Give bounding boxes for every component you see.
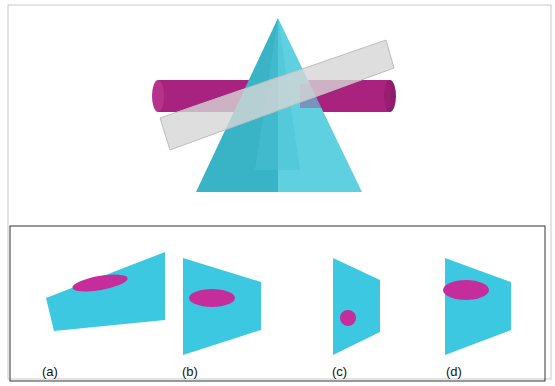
section-b: [183, 258, 261, 355]
section-a: [46, 252, 165, 331]
options-frame: [10, 226, 545, 381]
section-c: [333, 258, 380, 355]
cylinder-end: [152, 80, 164, 112]
section-d: [445, 258, 511, 355]
option-label: (c): [332, 364, 347, 379]
outer-frame: [8, 5, 551, 379]
option-label: (a): [42, 364, 58, 379]
cutting-plane: [160, 40, 394, 150]
ellipse-b: [189, 289, 235, 307]
circle-c: [340, 310, 356, 326]
ellipse-a: [71, 271, 129, 295]
option-label: (b): [182, 364, 198, 379]
option-label: (d): [446, 364, 462, 379]
ellipse-d: [443, 280, 489, 300]
